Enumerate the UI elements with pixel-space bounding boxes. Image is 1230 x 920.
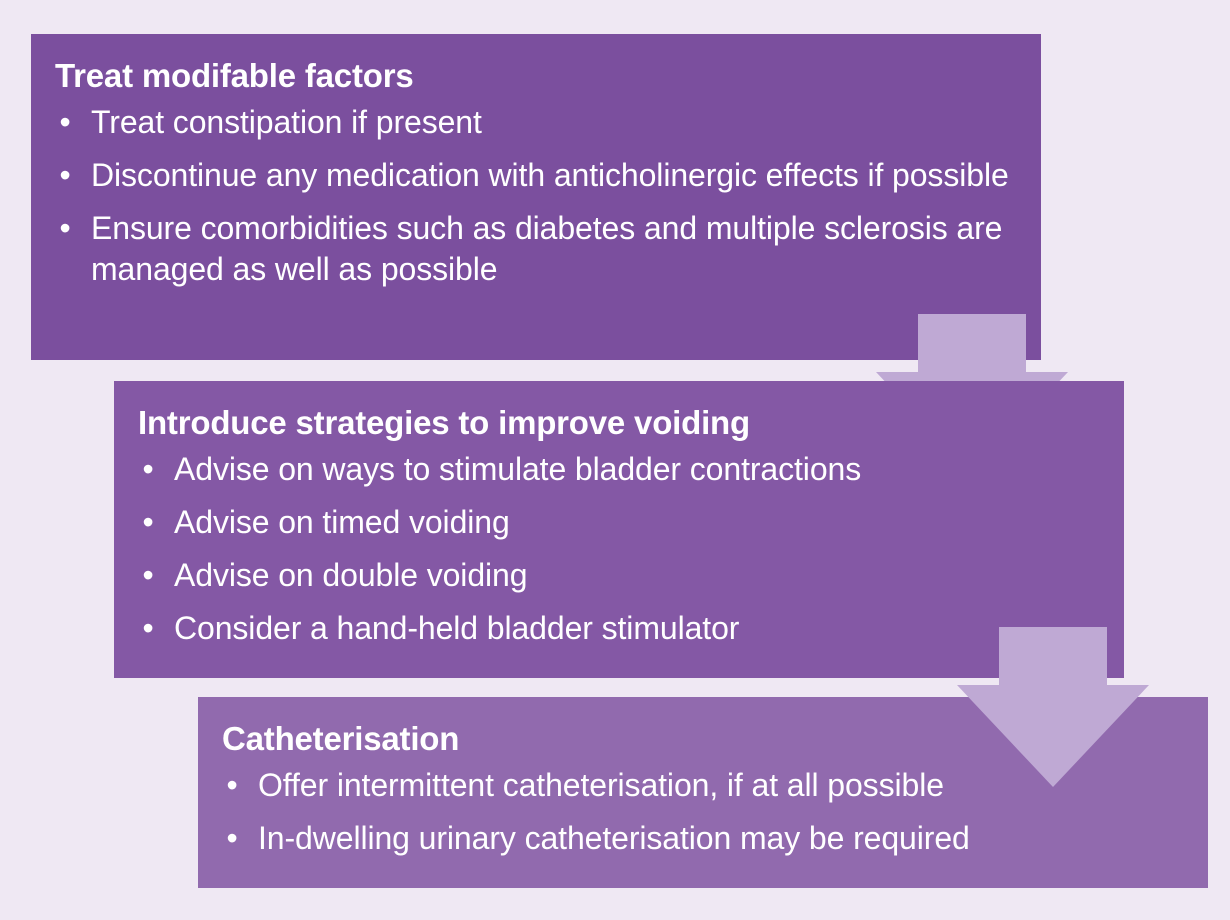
bullet-icon: • <box>142 610 154 646</box>
step-title: Introduce strategies to improve voiding <box>138 404 750 441</box>
step-box-improve-voiding: Introduce strategies to improve voiding … <box>114 381 1124 678</box>
bullet-list: • Advise on ways to stimulate bladder con… <box>138 449 1100 649</box>
bullet-item: • Ensure comorbidities such as diabetes a… <box>55 208 1017 290</box>
bullet-icon: • <box>59 104 71 140</box>
bullet-icon: • <box>226 767 238 803</box>
step-title: Catheterisation <box>222 720 460 757</box>
bullet-icon: • <box>59 157 71 193</box>
bullet-text: Ensure comorbidities such as diabetes an… <box>91 210 1003 287</box>
bullet-item: • Discontinue any medication with anticho… <box>55 155 1017 196</box>
bullet-text: Discontinue any medication with antichol… <box>91 157 1009 193</box>
bullet-text: Offer intermittent catheterisation, if a… <box>258 767 944 803</box>
bullet-text: Advise on ways to stimulate bladder cont… <box>174 451 862 487</box>
bullet-item: • Advise on ways to stimulate bladder con… <box>138 449 1100 490</box>
down-arrow-shape <box>957 627 1149 787</box>
step-box-catheterisation: Catheterisation • Offer intermittent cath… <box>198 697 1208 888</box>
bullet-text: Advise on double voiding <box>174 557 528 593</box>
bullet-item: • Advise on double voiding <box>138 555 1100 596</box>
bullet-icon: • <box>59 210 71 246</box>
bullet-item: • Treat constipation if present <box>55 102 1017 143</box>
bullet-icon: • <box>142 557 154 593</box>
bullet-list: • Offer intermittent catheterisation, if … <box>222 765 1184 859</box>
step-box-treat-modifiable-factors: Treat modifable factors • Treat constipat… <box>31 34 1041 360</box>
step-title: Treat modifable factors <box>55 57 414 94</box>
bullet-item: • Offer intermittent catheterisation, if … <box>222 765 1184 806</box>
bullet-icon: • <box>226 820 238 856</box>
bullet-item: • Advise on timed voiding <box>138 502 1100 543</box>
bullet-icon: • <box>142 451 154 487</box>
bullet-text: Advise on timed voiding <box>174 504 510 540</box>
bullet-text: Consider a hand-held bladder stimulator <box>174 610 740 646</box>
bullet-list: • Treat constipation if present • Disconti… <box>55 102 1017 290</box>
down-arrow-icon <box>957 627 1149 787</box>
bullet-item: • Consider a hand-held bladder stimulator <box>138 608 1100 649</box>
bullet-item: • In-dwelling urinary catheterisation may… <box>222 818 1184 859</box>
bullet-text: Treat constipation if present <box>91 104 482 140</box>
bullet-icon: • <box>142 504 154 540</box>
bullet-text: In-dwelling urinary catheterisation may … <box>258 820 970 856</box>
